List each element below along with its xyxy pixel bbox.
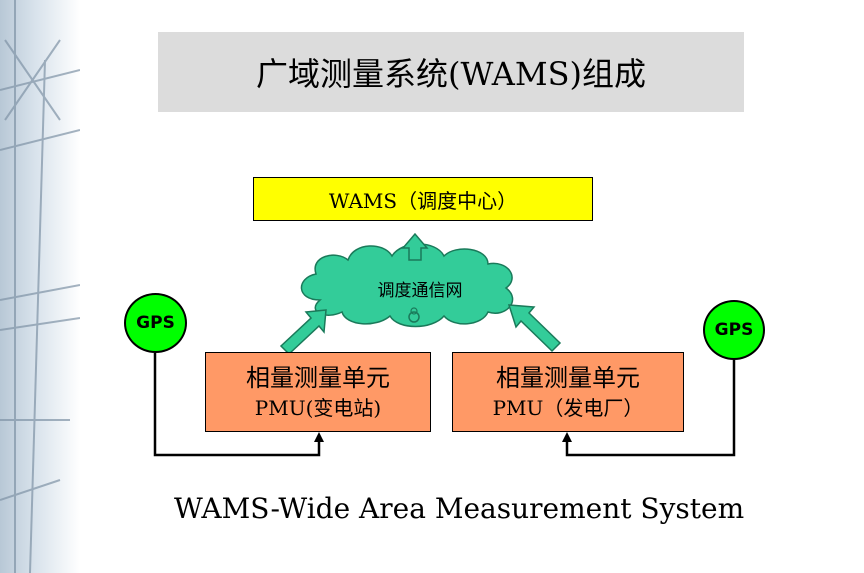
pmu-powerplant-box: 相量测量单元 PMU（发电厂） [452, 352, 684, 432]
page-title: 广域测量系统(WAMS)组成 [158, 32, 744, 112]
pmu-powerplant-title: 相量测量单元 [496, 364, 640, 393]
connector-right-gps-to-pmu [562, 360, 736, 457]
wams-center-box: WAMS（调度中心） [253, 177, 593, 221]
arrow-right-pmu-to-network-icon [507, 304, 562, 353]
pmu-powerplant-subtitle: PMU（发电厂） [492, 395, 644, 420]
pmu-substation-box: 相量测量单元 PMU(变电站) [205, 352, 431, 432]
network-label: 调度通信网 [377, 281, 463, 301]
power-tower-illustration [0, 0, 80, 573]
gps-left-node: GPS [124, 293, 187, 353]
pmu-substation-subtitle: PMU(变电站) [254, 395, 382, 420]
gps-right-node: GPS [703, 300, 765, 360]
network-cloud [300, 243, 514, 328]
arrow-up-icon [401, 232, 429, 261]
pmu-substation-title: 相量测量单元 [246, 364, 390, 393]
arrow-left-pmu-to-network-icon [279, 309, 327, 356]
bottom-caption: WAMS-Wide Area Measurement System [174, 492, 745, 525]
background-photo-strip [0, 0, 80, 573]
connector-left-gps-to-pmu [153, 353, 324, 457]
